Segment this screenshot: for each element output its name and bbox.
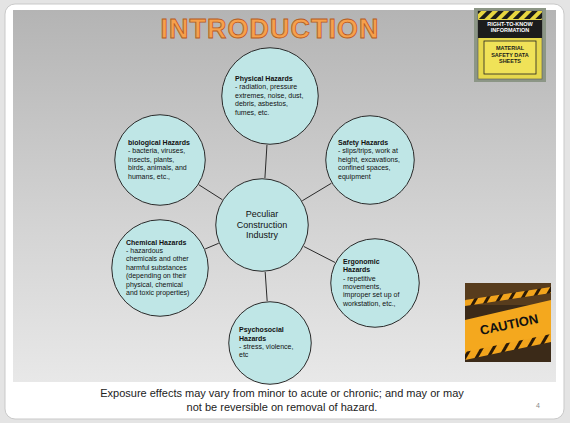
circle-heading: biological Hazards bbox=[128, 139, 192, 147]
connector-line bbox=[304, 246, 335, 262]
circle-text: - hazardous chemicals and other harmful … bbox=[126, 247, 194, 297]
circle-heading: Psychosocial Hazards bbox=[239, 326, 301, 343]
hazard-circle: Chemical Hazards- hazardous chemicals an… bbox=[111, 219, 209, 317]
hazard-circle: Physical Hazards- radiation, pressure ex… bbox=[221, 47, 319, 145]
circle-shape bbox=[222, 48, 319, 145]
connector-line bbox=[265, 272, 267, 301]
slide-caption: Exposure effects may vary from minor to … bbox=[92, 387, 472, 415]
page-number: 4 bbox=[530, 402, 546, 409]
circle-heading: Ergonomic Hazards bbox=[343, 258, 407, 275]
circle-heading: Safety Hazards bbox=[338, 139, 402, 147]
connector-line bbox=[199, 185, 223, 200]
sign-text: RIGHT-TO-KNOW INFORMATION bbox=[480, 21, 540, 34]
tape-text: CAUTION bbox=[468, 310, 551, 340]
circle-shape bbox=[115, 115, 206, 206]
circle-text: Peculiar Construction Industry bbox=[231, 209, 293, 241]
caution-tape-photo bbox=[465, 283, 551, 362]
connector-line bbox=[205, 243, 219, 249]
hazard-circle: Psychosocial Hazards- stress, violence, … bbox=[228, 301, 312, 385]
slide-card bbox=[5, 4, 564, 419]
circle-content: biological Hazards- bacteria, viruses, i… bbox=[128, 139, 192, 181]
sign-photo bbox=[474, 8, 546, 82]
circle-text: - stress, violence, etc bbox=[239, 343, 301, 360]
circle-content: Safety Hazards- slips/trips, work at hei… bbox=[338, 139, 402, 181]
circle-content: Chemical Hazards- hazardous chemicals an… bbox=[126, 239, 194, 298]
circle-text: - slips/trips, work at height, excavatio… bbox=[338, 147, 402, 181]
connector-line bbox=[302, 183, 331, 201]
circle-shape bbox=[326, 116, 415, 205]
circle-text: - bacteria, viruses, insects, plants, bi… bbox=[128, 147, 192, 181]
hazard-circle: Safety Hazards- slips/trips, work at hei… bbox=[325, 115, 415, 205]
circle-shape bbox=[216, 179, 309, 272]
connector-line bbox=[265, 145, 267, 178]
hazard-circle: biological Hazards- bacteria, viruses, i… bbox=[114, 114, 206, 206]
hazard-circle: Ergonomic Hazards- repetitive movements,… bbox=[330, 238, 420, 328]
circle-text: - radiation, pressure extremes, noise, d… bbox=[235, 83, 305, 117]
circle-shape bbox=[112, 220, 209, 317]
circle-content: Physical Hazards- radiation, pressure ex… bbox=[235, 75, 305, 117]
circle-heading: Physical Hazards bbox=[235, 75, 305, 83]
sign-text: MATERIAL SAFETY DATA SHEETS bbox=[486, 45, 534, 65]
circle-heading: Chemical Hazards bbox=[126, 239, 194, 247]
circle-content: Psychosocial Hazards- stress, violence, … bbox=[239, 326, 301, 360]
slide-title: INTRODUCTION bbox=[120, 13, 420, 45]
circle-content: Ergonomic Hazards- repetitive movements,… bbox=[343, 258, 407, 308]
circle-text: - repetitive movements, improper set up … bbox=[343, 275, 407, 309]
circle-shape bbox=[331, 239, 420, 328]
center-circle: Peculiar Construction Industry bbox=[215, 178, 309, 272]
circle-content: Peculiar Construction Industry bbox=[231, 209, 293, 241]
circle-shape bbox=[229, 302, 312, 385]
